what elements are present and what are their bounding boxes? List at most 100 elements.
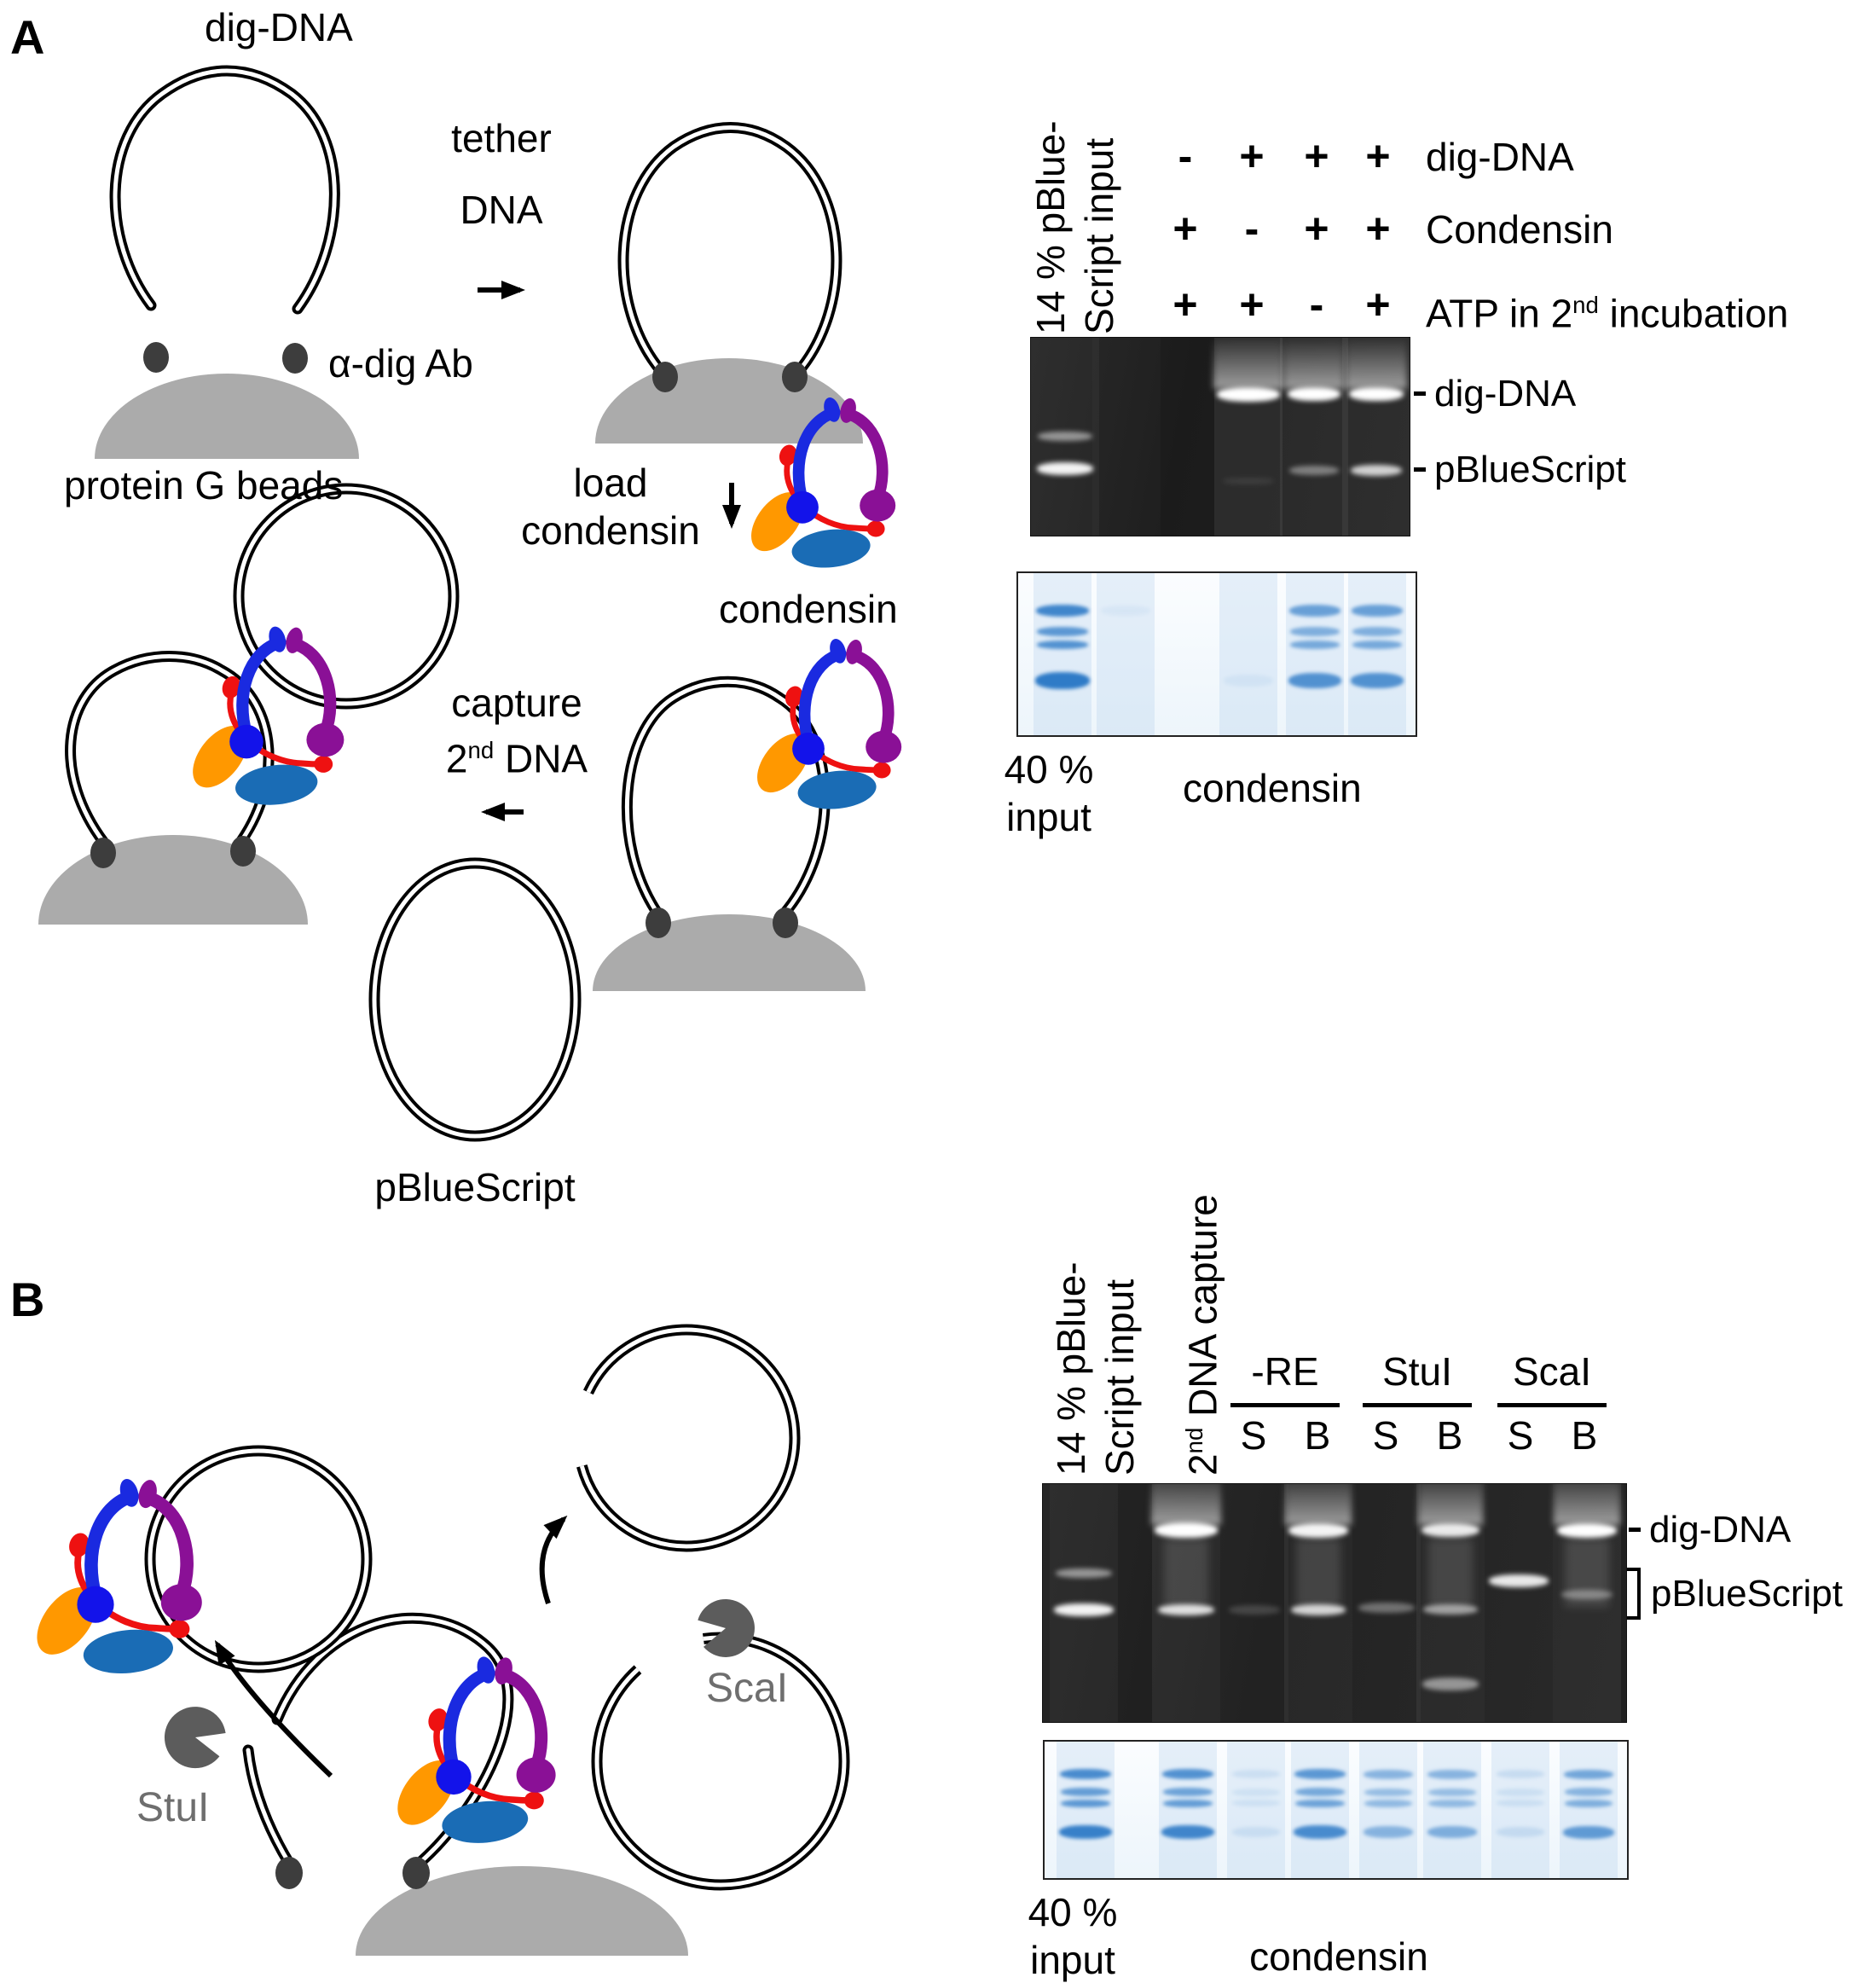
- gel-lane-minus-condensin-band-1: [1223, 478, 1274, 484]
- gel-lane-minus-condensin-tint: [1219, 573, 1277, 735]
- gel-lane-re-minus-S-smear: [1220, 1484, 1288, 1722]
- gel-lane-minus-atp-band-1: [1290, 626, 1340, 636]
- gel-lane-complete-glow: [1346, 338, 1407, 389]
- gel-lane-stui-S-band-1: [1364, 1788, 1412, 1796]
- condition-symbol: +: [1172, 205, 1198, 252]
- gel-lane-input-tint: [1034, 573, 1091, 735]
- rotated-line1: 14 % pBlue-: [1028, 120, 1073, 334]
- gel-lane-stui-B-band-2: [1422, 1677, 1479, 1690]
- gel-lane-scai-S-tint: [1491, 1742, 1549, 1878]
- gel-lane-input-band-2: [1061, 1799, 1110, 1807]
- capture-num: 2: [445, 736, 468, 781]
- gel-lane-scai-B-band-0: [1557, 1522, 1617, 1538]
- group-underline: [1363, 1403, 1472, 1407]
- condition-symbol: +: [1239, 132, 1265, 180]
- fraction-label: S: [1372, 1413, 1399, 1458]
- gel-lane-input-tint: [1057, 1742, 1115, 1878]
- panel-b-label: B: [10, 1273, 45, 1326]
- gel-lane-re-minus-B-band-2: [1295, 1799, 1345, 1807]
- gel-lane-stui-S-band-0: [1364, 1769, 1413, 1779]
- gel-b-input-rotated-label: 14 % pBlue- Script input: [1047, 1261, 1144, 1476]
- capture-rot-num: 2: [1180, 1453, 1225, 1476]
- rotated-line1: 14 % pBlue-: [1049, 1261, 1093, 1476]
- gel-lane-capture-intermediate-smear: [1164, 1539, 1208, 1607]
- gel-lane-re-minus-B-band-3: [1294, 1825, 1346, 1839]
- condensin-cartoon: [26, 1476, 202, 1678]
- condition-symbol: +: [1365, 205, 1391, 252]
- gel-lane-input-band-2: [1037, 641, 1088, 649]
- forty-percent: 40 %: [1028, 1890, 1118, 1934]
- alpha-dig-ab-label: α-dig Ab: [328, 341, 473, 386]
- gel-lane-re-minus-S-band-2: [1232, 1800, 1280, 1806]
- gel-lane-re-minus-S-band-0: [1229, 1604, 1280, 1615]
- tether-dna-label: tether DNA: [433, 114, 570, 234]
- gel-lane-re-minus-B-intermediate-smear: [1296, 1539, 1340, 1607]
- fraction-label: B: [1304, 1413, 1331, 1458]
- condition-symbol: -: [1178, 132, 1193, 180]
- fraction-label: B: [1436, 1413, 1463, 1458]
- tether-line2: DNA: [460, 188, 543, 232]
- gel-lane-stui-B-band-0: [1421, 1523, 1479, 1537]
- gel-lane-re-minus-B-band-1: [1295, 1788, 1345, 1796]
- load-line1: load: [573, 461, 648, 505]
- gel-lane-capture-band-0: [1162, 1769, 1213, 1779]
- gel-lane-re-minus-B-band-0: [1294, 1769, 1346, 1779]
- scai-label: ScaI: [706, 1666, 789, 1711]
- gel-lane-re-minus-S-band-1: [1232, 1788, 1280, 1796]
- gel-lane-capture-tint: [1159, 1742, 1217, 1878]
- gel-lane-complete-band-1: [1351, 464, 1402, 476]
- gel-lane-scai-S-band-0: [1489, 1574, 1549, 1587]
- gel-lane-minus-condensin-band-0: [1217, 386, 1280, 402]
- scai-release-arrow: [539, 1515, 568, 1604]
- gel-lane-scai-B-band-3: [1563, 1825, 1614, 1839]
- fraction-label: S: [1240, 1413, 1267, 1458]
- gel-lane-scai-B-band-1: [1565, 1788, 1613, 1796]
- gel-lane-re-minus-B-tint: [1291, 1742, 1349, 1878]
- gel-lane-complete-tint: [1348, 573, 1406, 735]
- gel-lane-capture-band-1: [1158, 1603, 1214, 1615]
- condensin-cartoon-label: condensin: [719, 587, 898, 631]
- gel-lane-scai-S-smear: [1485, 1484, 1553, 1722]
- input-word: input: [1006, 795, 1091, 839]
- gel-lane-scai-B-band-1: [1561, 1589, 1613, 1599]
- load-condensin-label: load condensin: [483, 459, 738, 554]
- gel-lane-capture-glow: [1151, 1484, 1221, 1525]
- gel-lane-scai-B-intermediate-smear: [1565, 1539, 1609, 1607]
- band-tick: [1629, 1528, 1641, 1532]
- gel-lane-capture-band-3: [1161, 1825, 1214, 1839]
- capture-rest: DNA: [494, 736, 588, 781]
- gel-lane-stui-S-band-2: [1364, 1799, 1412, 1807]
- condition-row-label-dig-dna: dig-DNA: [1426, 135, 1574, 179]
- group-label: -RE: [1251, 1349, 1319, 1394]
- group-label: ScaI: [1512, 1349, 1592, 1394]
- arrow: [214, 281, 741, 1778]
- gel-lane-stui-B-glow: [1418, 1484, 1483, 1525]
- gel-lane-complete-band-0: [1352, 605, 1403, 617]
- condition-symbol: -: [1244, 205, 1259, 252]
- gel-lane-input-band-1: [1061, 1788, 1110, 1796]
- load-line2: condensin: [521, 508, 700, 553]
- condition-symbol: +: [1365, 281, 1391, 328]
- gel-lane-stui-B-band-3: [1427, 1826, 1477, 1838]
- gel-lane-scai-S-band-2: [1497, 1800, 1544, 1806]
- gel-lane-input-band-3: [1059, 1825, 1112, 1839]
- capture-rot-sup: nd: [1181, 1427, 1207, 1454]
- gel-lane-stui-B-tint: [1423, 1742, 1481, 1878]
- band-label-dig-dna-b: dig-DNA: [1649, 1509, 1792, 1551]
- gel-lane-scai-S-band-1: [1497, 1788, 1544, 1796]
- gel-lane-stui-B-band-1: [1423, 1604, 1478, 1615]
- atp-label-post: incubation: [1598, 291, 1789, 336]
- gel-lane-pbs-input-band-1: [1037, 461, 1093, 475]
- gel-lane-stui-B-band-2: [1428, 1799, 1476, 1807]
- rotated-line2: Script input: [1077, 137, 1121, 334]
- protein-g-beads-label: protein G beads: [64, 463, 344, 507]
- forty-percent: 40 %: [1004, 747, 1094, 791]
- stui-label: StuI: [136, 1785, 210, 1830]
- atp-label-pre: ATP in 2: [1426, 291, 1573, 336]
- condition-symbol: +: [1365, 132, 1391, 180]
- gel-lane-pbs-input-band-1: [1054, 1603, 1114, 1616]
- condensin-cartoon: [386, 1655, 556, 1847]
- group-underline: [1497, 1403, 1607, 1407]
- condition-symbol: +: [1304, 132, 1329, 180]
